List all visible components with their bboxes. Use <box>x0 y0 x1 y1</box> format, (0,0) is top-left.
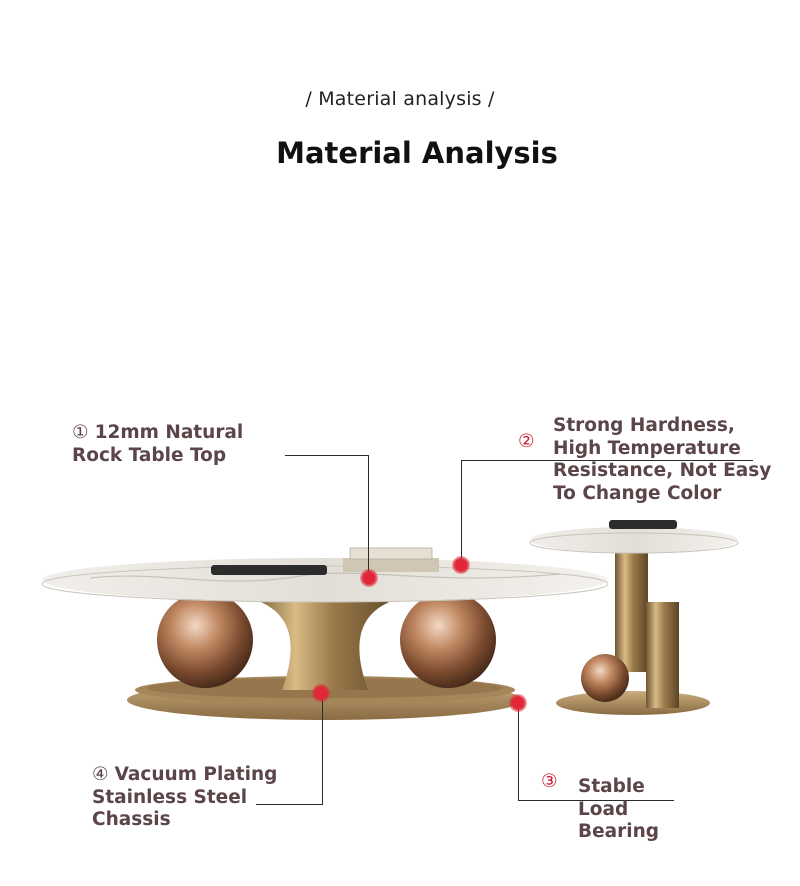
callout-text-3: Stable Load Bearing <box>578 776 660 842</box>
leader-line-3-v <box>518 703 520 800</box>
callout-number-3: ③ <box>541 771 558 792</box>
central-pedestal <box>250 598 400 690</box>
callout-hardness-number-wrap: ② <box>518 431 541 454</box>
leader-line-2-h <box>461 460 753 462</box>
page-title: Material Analysis <box>276 136 558 170</box>
callout-text-4: Vacuum Plating Stainless Steel Chassis <box>92 764 278 830</box>
marker-dot-1 <box>360 569 378 587</box>
callout-text-2: Strong Hardness, High Temperature Resist… <box>553 415 772 504</box>
marker-dot-3 <box>509 694 527 712</box>
decor-book-top <box>349 547 433 560</box>
callout-number-2: ② <box>518 431 535 452</box>
section-subtitle: / Material analysis / <box>305 88 495 110</box>
left-sphere <box>157 592 253 688</box>
leader-line-4-v <box>322 692 324 805</box>
marker-dot-4 <box>312 684 330 702</box>
callout-load-number-wrap: ③ <box>541 771 564 794</box>
callout-load-bearing: Stable Load Bearing <box>578 776 659 844</box>
leader-line-3-h <box>518 800 674 802</box>
decor-book-bottom <box>343 558 439 572</box>
callout-number-4: ④ <box>92 764 109 785</box>
callout-number-1: ① <box>72 422 89 443</box>
leader-line-2-v <box>461 460 463 565</box>
side-table <box>529 520 739 715</box>
leader-line-1-h <box>285 455 369 457</box>
main-table-top <box>41 558 609 603</box>
callout-hardness: Strong Hardness, High Temperature Resist… <box>553 415 771 505</box>
callout-text-1: 12mm Natural Rock Table Top <box>72 422 244 466</box>
leader-line-4-h <box>256 804 323 806</box>
leader-line-1-v <box>368 455 370 577</box>
decor-tray <box>211 565 327 575</box>
right-sphere <box>400 592 496 688</box>
marker-dot-2 <box>452 556 470 574</box>
